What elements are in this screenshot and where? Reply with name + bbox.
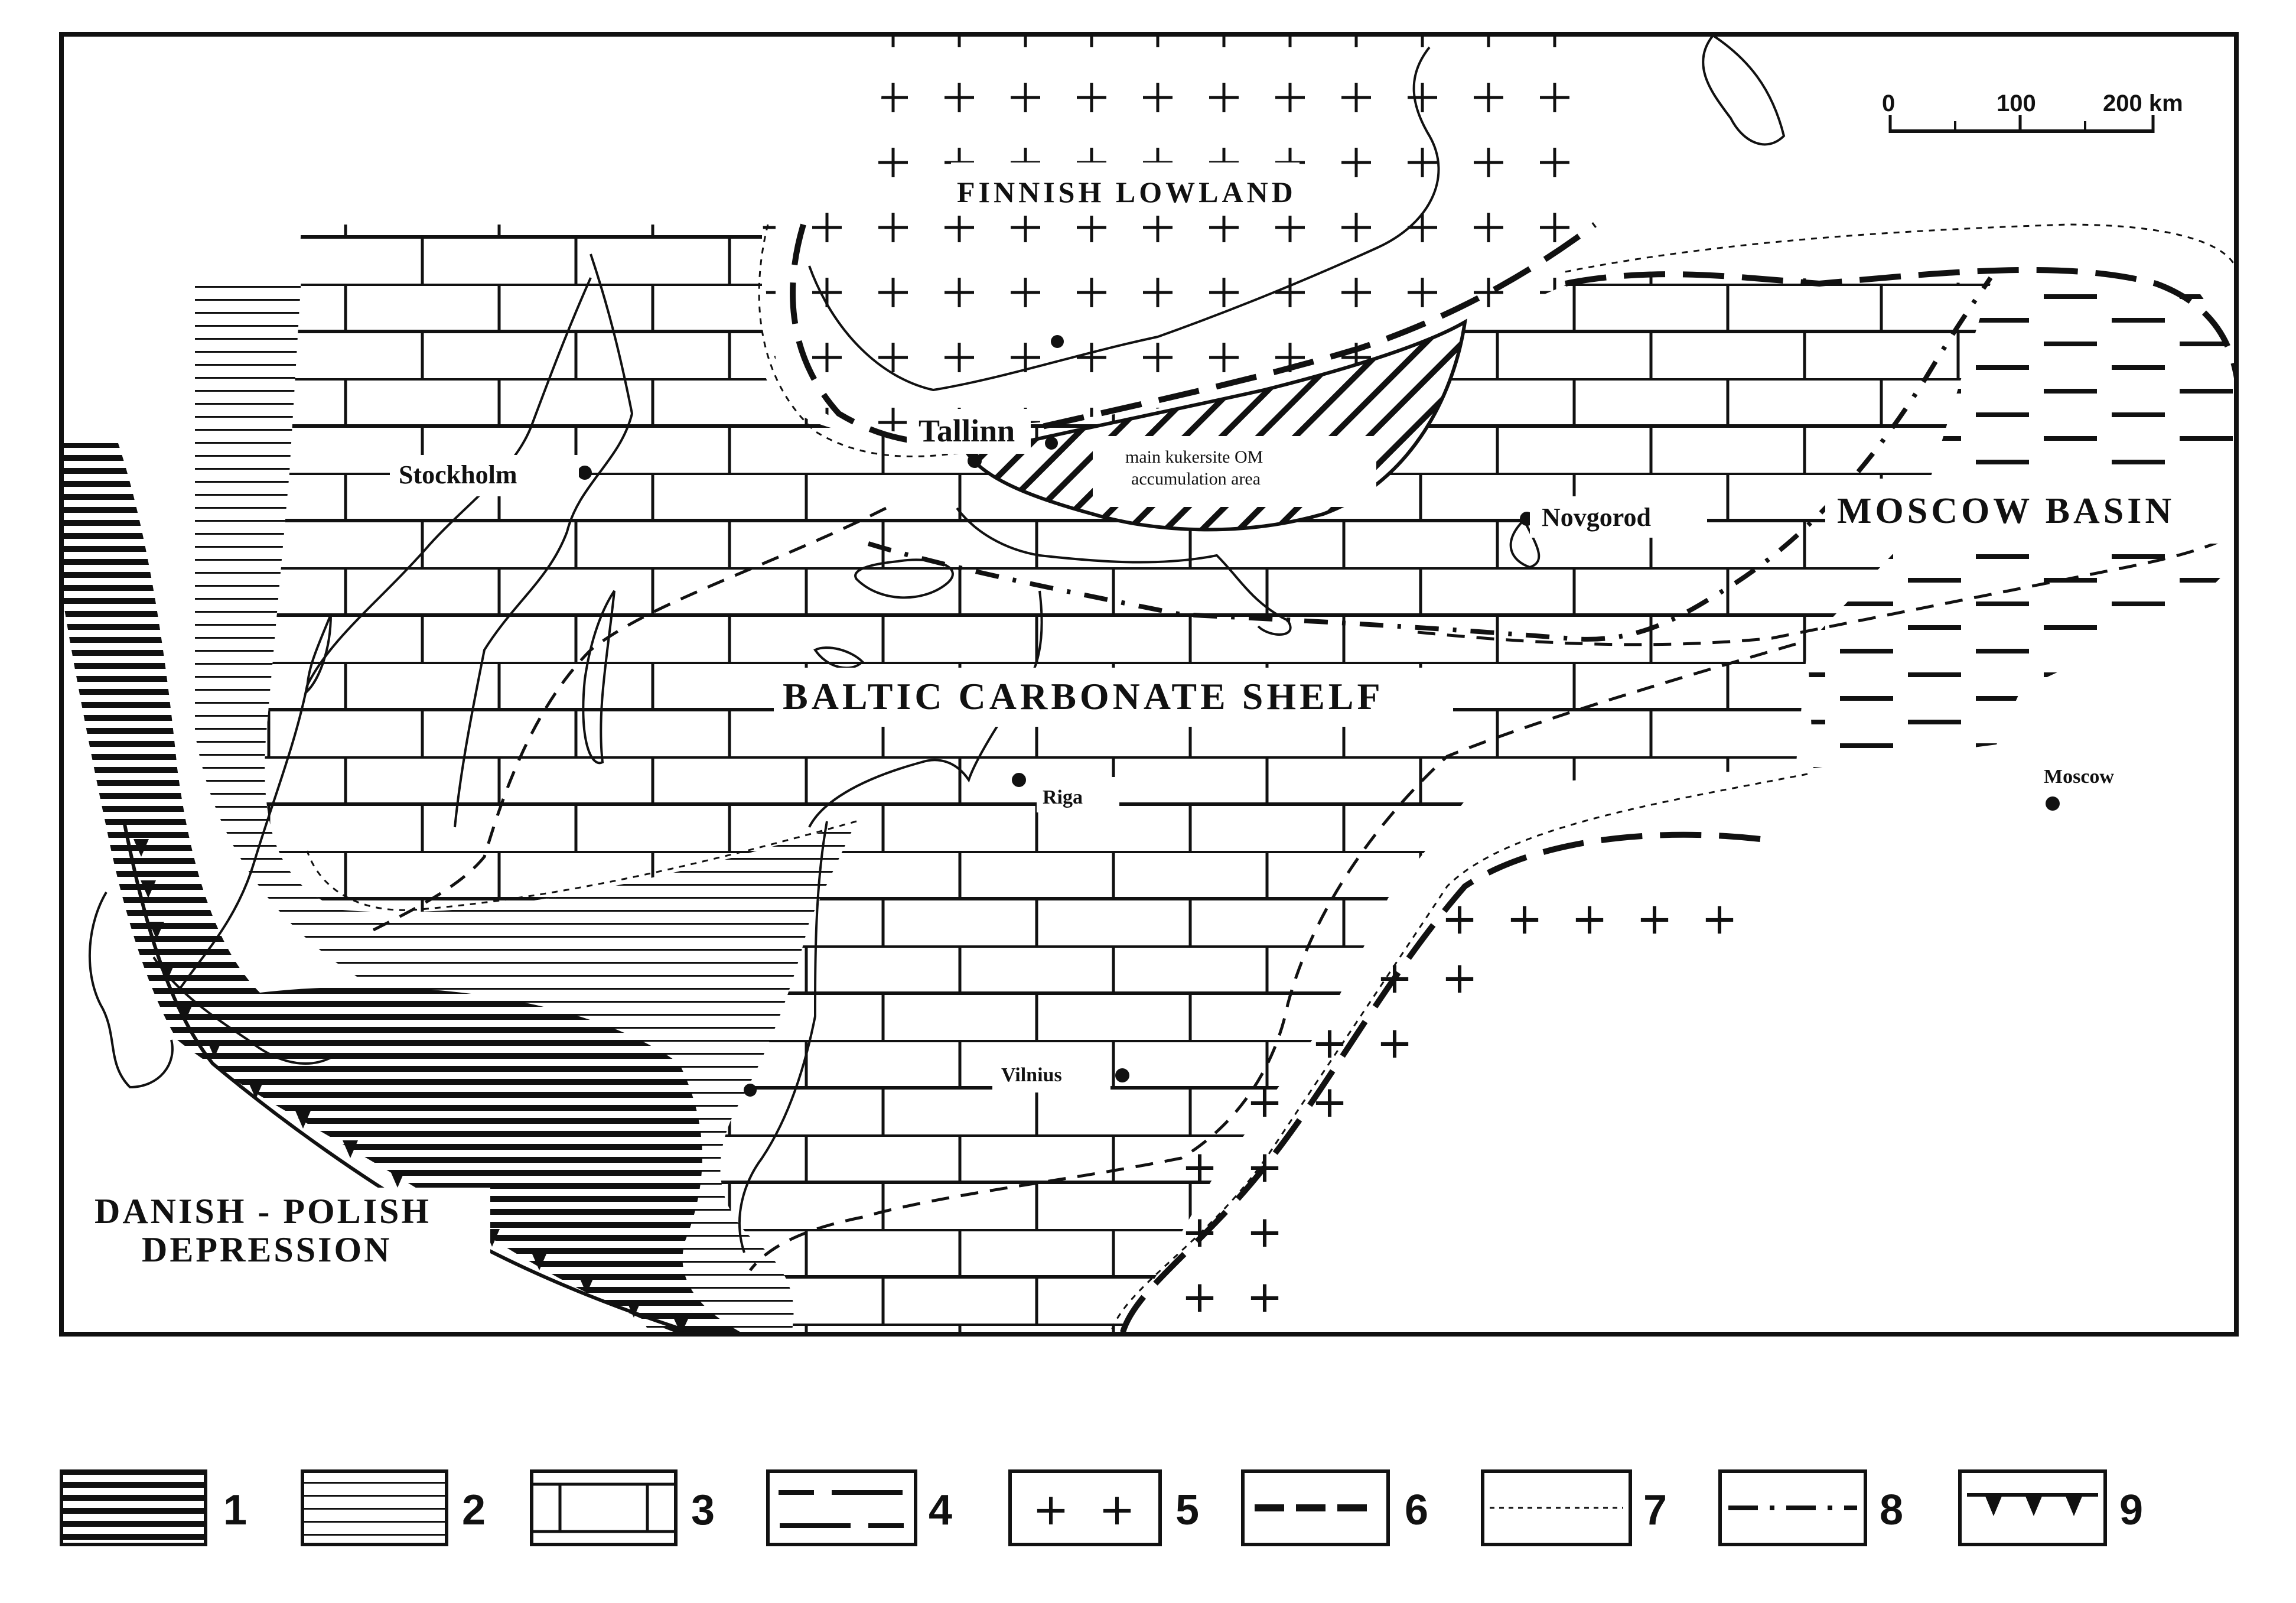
- city-label-novgorod: Novgorod: [1542, 503, 1651, 532]
- legend-item-7: 7: [1481, 1469, 1667, 1546]
- svg-text:+: +: [1441, 952, 1478, 1003]
- legend-label-4: 4: [929, 1487, 952, 1534]
- svg-text:+: +: [1376, 1017, 1413, 1068]
- legend-item-6: 6: [1241, 1469, 1428, 1546]
- svg-text:+: +: [1033, 1484, 1069, 1535]
- fine-line-zone-west: [195, 278, 856, 1334]
- kukersite-label-line1: main kukersite OM: [1125, 447, 1263, 467]
- legend-item-4: 4: [766, 1469, 952, 1546]
- city-label-vilnius: Vilnius: [1001, 1064, 1062, 1086]
- svg-text:+: +: [1181, 1142, 1218, 1192]
- kukersite-label-line2: accumulation area: [1131, 469, 1261, 489]
- svg-text:+: +: [1181, 1207, 1218, 1257]
- legend-item-5: + + 5: [1008, 1469, 1199, 1546]
- svg-text:+: +: [1636, 893, 1673, 944]
- city-label-moscow: Moscow: [2044, 766, 2114, 788]
- svg-text:+: +: [1246, 1077, 1283, 1127]
- finnish-lowland-label: FINNISH LOWLAND: [957, 175, 1297, 209]
- svg-text:+: +: [1701, 893, 1738, 944]
- svg-text:+: +: [1506, 893, 1543, 944]
- dense-line-zone: [61, 443, 744, 1334]
- legend-label-6: 6: [1405, 1487, 1428, 1534]
- map-frame: [59, 32, 2239, 1337]
- scale-bar: 0 100 200 km: [1882, 90, 2183, 133]
- danish-polish-label-line1: DANISH - POLISH: [95, 1192, 431, 1231]
- finnish-lowland-area: [762, 34, 1583, 433]
- moscow-basin-label: MOSCOW BASIN: [1837, 491, 2175, 531]
- legend-label-1: 1: [223, 1487, 247, 1534]
- svg-text:+: +: [1181, 1272, 1218, 1322]
- svg-text:+: +: [1246, 1272, 1283, 1322]
- legend-label-9: 9: [2119, 1487, 2143, 1534]
- baltic-carbonate-shelf-label: BALTIC CARBONATE SHELF: [783, 675, 1384, 717]
- svg-text:+: +: [1099, 1484, 1135, 1535]
- danish-polish-label-line2: DEPRESSION: [142, 1230, 392, 1269]
- scale-tick-100: 100: [1997, 90, 2036, 116]
- legend-item-3: 3: [530, 1469, 715, 1546]
- legend-item-9: 9: [1958, 1469, 2143, 1546]
- legend-label-8: 8: [1880, 1487, 1903, 1534]
- svg-text:+: +: [1311, 1077, 1348, 1127]
- svg-text:+: +: [1246, 1207, 1283, 1257]
- city-label-tallinn: Tallinn: [919, 413, 1015, 448]
- boundary-lines: [122, 222, 2236, 1334]
- legend-label-7: 7: [1643, 1487, 1667, 1534]
- city-label-stockholm: Stockholm: [399, 460, 517, 489]
- legend-label-2: 2: [462, 1487, 486, 1534]
- scale-tick-200: 200 km: [2103, 90, 2183, 116]
- legend-item-2: 2: [301, 1469, 486, 1546]
- map-area: ++ ++ + ++ ++ ++ ++ ++ ++: [61, 34, 2236, 1334]
- city-label-riga: Riga: [1043, 786, 1083, 808]
- legend-label-5: 5: [1175, 1487, 1199, 1534]
- scale-tick-0: 0: [1882, 90, 1895, 116]
- svg-text:+: +: [1441, 893, 1478, 944]
- coastlines: [88, 34, 1786, 1253]
- legend-label-3: 3: [691, 1487, 715, 1534]
- legend: 1 2 3 4 + + 5: [60, 1469, 2143, 1546]
- legend-item-8: 8: [1718, 1469, 1903, 1546]
- svg-text:+: +: [1571, 893, 1608, 944]
- legend-item-1: 1: [60, 1469, 247, 1546]
